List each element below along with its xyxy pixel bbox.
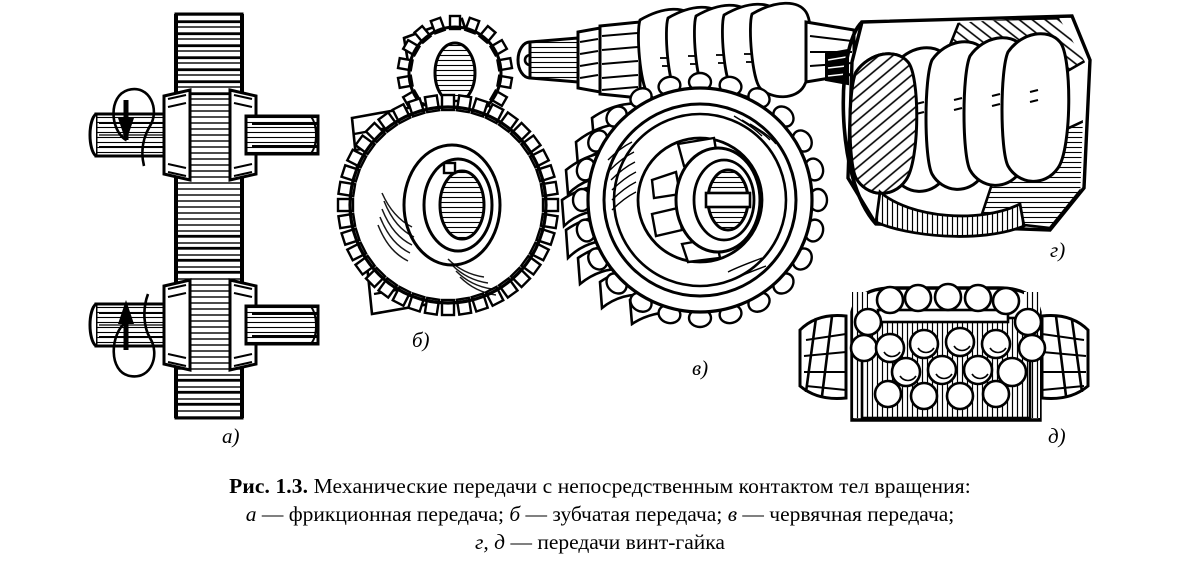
- part-label-a: а): [222, 424, 240, 448]
- part-label-b: б): [412, 328, 430, 352]
- caption-text-b: — зубчатая передача;: [520, 502, 728, 526]
- worm-shaft: [516, 20, 642, 100]
- part-g-screw-nut: [825, 14, 1092, 238]
- caption-marker-a: а: [245, 502, 257, 526]
- screw-threads: [848, 32, 1071, 238]
- caption-text-v: — червячная передача;: [737, 502, 955, 526]
- caption-text-a: — фрикционная передача;: [256, 502, 510, 526]
- part-a-friction-drive: [88, 12, 320, 420]
- part-label-v: в): [692, 356, 709, 380]
- caption-line-2: а — фрикционная передача; б — зубчатая п…: [0, 500, 1200, 528]
- rotation-arrow-lower: [112, 293, 156, 378]
- figure-caption: Рис. 1.3. Механические передачи с непоср…: [0, 472, 1200, 556]
- friction-upper-shaft: [88, 88, 320, 182]
- driven-gear: [336, 93, 560, 317]
- worm-wheel: [560, 71, 829, 329]
- figure-number: Рис. 1.3.: [229, 474, 309, 498]
- caption-text-gd: — передачи винт-гайка: [505, 530, 725, 554]
- caption-marker-v: в: [727, 502, 738, 526]
- caption-markers-gd: г, д: [475, 530, 506, 554]
- mechanical-transmissions-figure: [88, 1, 1092, 422]
- ball-screw-shaft: [798, 314, 1090, 400]
- worm-threads: [637, 1, 856, 105]
- rotation-arrow-upper: [112, 87, 156, 167]
- caption-line-3: г, д — передачи винт-гайка: [0, 528, 1200, 556]
- part-label-g: г): [1050, 238, 1066, 262]
- part-d-ball-screw: [798, 282, 1090, 422]
- caption-line-1: Рис. 1.3. Механические передачи с непоср…: [0, 472, 1200, 500]
- caption-title: Механические передачи с непосредственным…: [308, 474, 971, 498]
- part-b-gear-drive: [336, 14, 560, 317]
- part-v-worm-drive: [516, 1, 856, 329]
- part-label-d: д): [1048, 424, 1066, 448]
- caption-marker-b: б: [509, 502, 521, 526]
- friction-lower-shaft: [88, 278, 320, 372]
